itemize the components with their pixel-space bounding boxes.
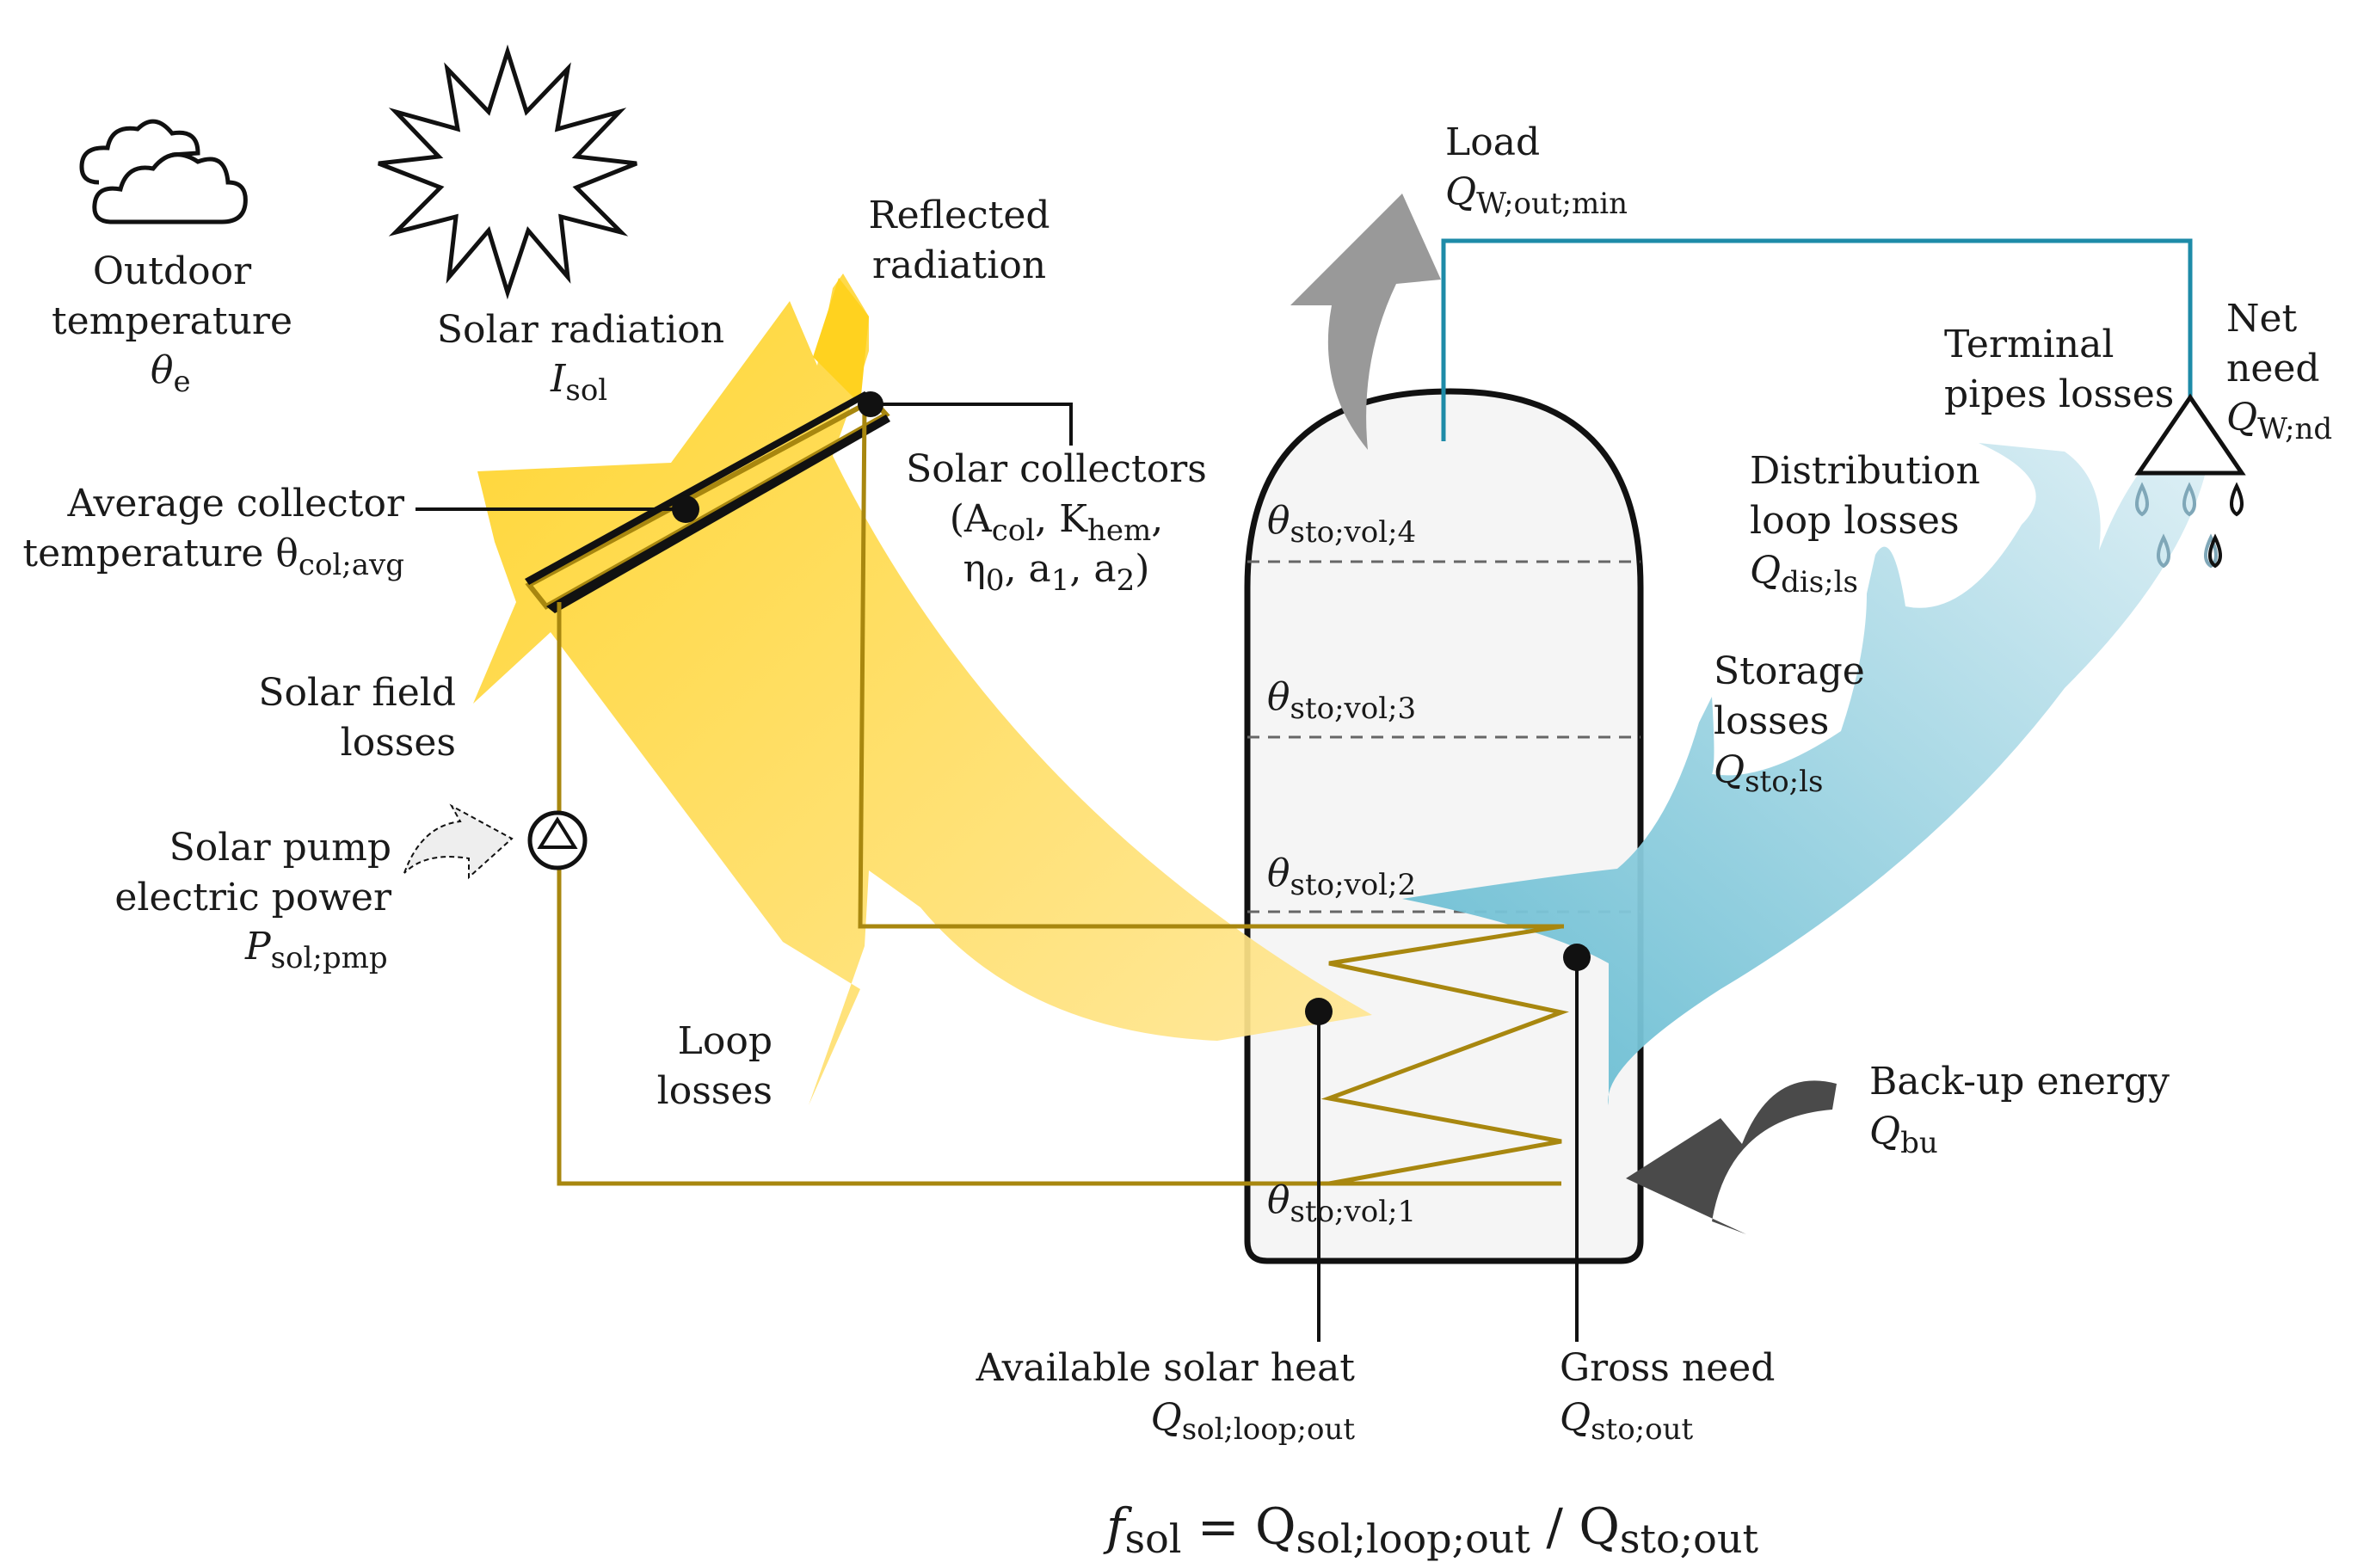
vol4-label: θsto;vol;4 [1267, 499, 1416, 550]
avg-collector-dot [672, 495, 699, 523]
terminal-label-2: pipes losses [1944, 372, 2174, 416]
load-arrow [1290, 194, 1441, 450]
storage-losses-label-2: losses [1714, 699, 1829, 743]
collectors-params-2: η0, a1, a2) [963, 547, 1150, 598]
terminal-label: Terminal [1944, 323, 2114, 366]
collectors-params: (Acol, Khem, [950, 497, 1163, 548]
load-symbol: QW;out;min [1445, 170, 1628, 221]
available-heat-label: Available solar heat [976, 1346, 1356, 1390]
solar-collector [525, 391, 890, 613]
gross-need-symbol: Qsto;out [1560, 1396, 1693, 1447]
outdoor-symbol: θe [151, 348, 191, 399]
pump-label: Solar pump [169, 826, 391, 870]
cloud-icon-front [92, 152, 248, 224]
backup-label: Back-up energy [1869, 1060, 2170, 1104]
available-heat-dot [1305, 998, 1333, 1025]
avg-collector-label-2: temperature θcol;avg [22, 532, 404, 582]
vol1-label: θsto;vol;1 [1267, 1178, 1416, 1229]
solar-radiation-label: Solar radiation [437, 308, 724, 352]
distribution-symbol: Qdis;ls [1750, 549, 1858, 600]
loop-losses-label: Loop [678, 1019, 773, 1063]
solar-loop-pipes [557, 405, 1569, 1186]
loop-losses-label-2: losses [657, 1069, 773, 1113]
pump-symbol: Psol;pmp [244, 925, 388, 975]
net-need-label-2: need [2226, 347, 2320, 390]
solar-energy-flow [473, 274, 1372, 1105]
storage-losses-label: Storage [1714, 649, 1865, 693]
vol3-label: θsto;vol;3 [1267, 675, 1416, 726]
vol2-label: θsto;vol;2 [1267, 852, 1416, 902]
water-drops-icon [2135, 482, 2244, 569]
distribution-label-2: loop losses [1750, 499, 1960, 543]
gross-need-label: Gross need [1560, 1346, 1775, 1390]
shower-head-icon [2134, 393, 2246, 476]
net-need-symbol: QW;nd [2226, 396, 2332, 446]
reflected-label-2: radiation [872, 243, 1046, 287]
sun-icon [378, 44, 637, 300]
outdoor-label: Outdoor [93, 249, 252, 293]
heat-demand-flow [1402, 439, 2211, 1105]
gross-need-dot [1563, 944, 1591, 971]
leader-lines [416, 403, 1579, 1342]
reflected-label: Reflected [868, 194, 1050, 237]
distribution-label: Distribution [1750, 449, 1980, 493]
solar-fraction-formula: fsol = Qsol;loop;out / Qsto;out [1103, 1497, 1758, 1562]
solar-pump-icon [527, 810, 588, 870]
pump-label-2: electric power [114, 876, 392, 919]
storage-tank [1244, 388, 1644, 1264]
solar-radiation-symbol: Isol [550, 357, 607, 408]
available-heat-symbol: Qsol;loop;out [1151, 1396, 1356, 1447]
collectors-label: Solar collectors [906, 447, 1207, 491]
outdoor-label-2: temperature [52, 299, 292, 343]
reflected-radiation-flow [813, 278, 869, 404]
net-need-label: Net [2226, 297, 2298, 341]
field-losses-label: Solar field [258, 671, 456, 715]
pump-power-arrow [403, 803, 514, 880]
load-label: Load [1445, 120, 1540, 164]
load-pipe [1441, 238, 2193, 441]
collector-outlet-dot [858, 391, 883, 417]
cloud-icon [79, 119, 200, 185]
avg-collector-label: Average collector [66, 482, 404, 526]
backup-energy-arrow [1626, 1080, 1837, 1234]
field-losses-label-2: losses [341, 721, 456, 765]
backup-symbol: Qbu [1869, 1110, 1938, 1160]
storage-losses-symbol: Qsto;ls [1714, 748, 1823, 799]
